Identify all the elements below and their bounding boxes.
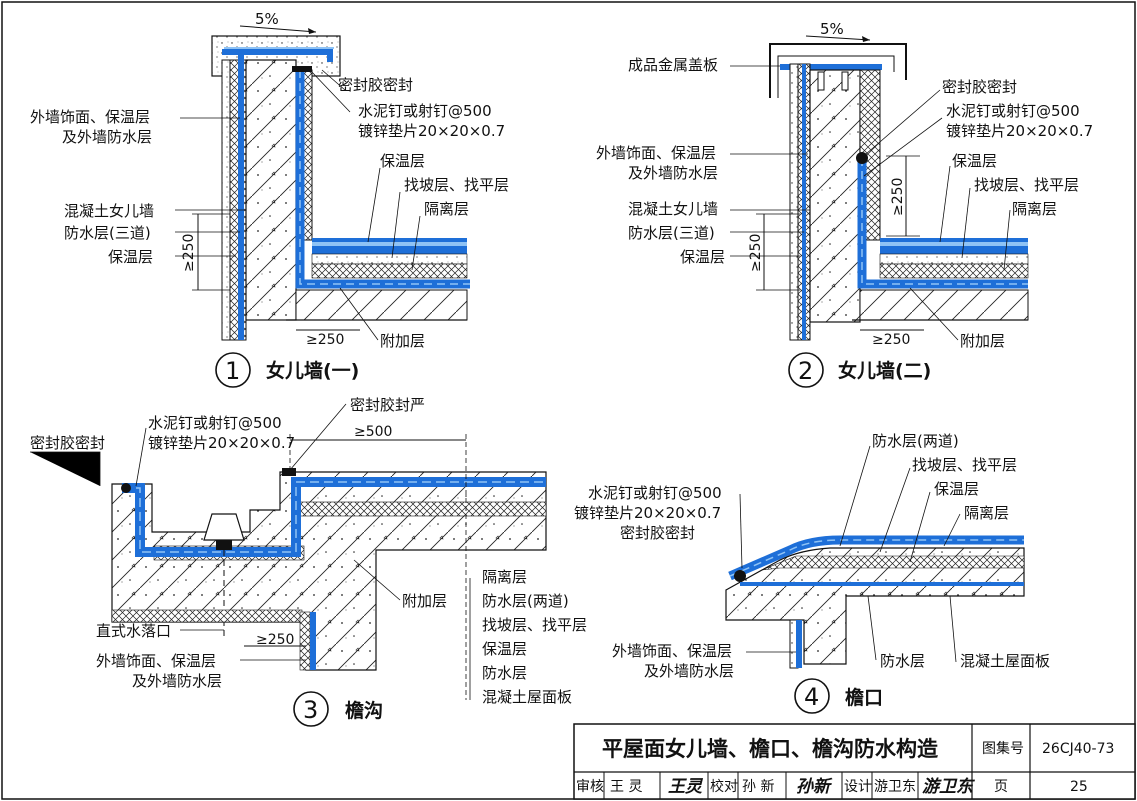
detail-1-label-wall: 混凝土女儿墙 (64, 202, 154, 220)
title-block: 平屋面女儿墙、檐口、檐沟防水构造 图集号 26CJ40-73 审核 王 灵 王灵… (573, 723, 1136, 800)
detail-3-gutter: ≥500 ≥250 水泥钉或射钉@500 镀锌垫片20×20×0.7 密封胶封严… (30, 396, 587, 727)
detail-3-label-finish: 外墙饰面、保温层 (96, 652, 216, 670)
review-label: 审核 (576, 779, 604, 795)
detail-4-label-finish-2: 及外墙防水层 (644, 662, 734, 680)
detail-2-label-washer: 镀锌垫片20×20×0.7 (946, 122, 1093, 140)
check-label: 校对 (710, 778, 738, 795)
page-number: 25 (1070, 779, 1088, 795)
detail-3-label-screed: 找坡层、找平层 (482, 616, 587, 634)
detail-4-label-separation: 隔离层 (964, 504, 1009, 522)
designer-name: 游卫东 (874, 779, 916, 795)
design-label: 设计 (844, 779, 872, 795)
detail-3-dim-250: ≥250 (256, 632, 294, 648)
detail-2-number: 2 (798, 357, 813, 385)
detail-4-number: 4 (804, 683, 819, 711)
detail-1-label-finish-2: 及外墙防水层 (62, 128, 152, 146)
detail-2-label-finish-2: 及外墙防水层 (628, 164, 718, 182)
detail-1-label-washer: 镀锌垫片20×20×0.7 (358, 122, 505, 140)
detail-4-label-waterproof-2: 防水层(两道) (872, 432, 959, 450)
detail-2-label-insulation-2: 保温层 (680, 248, 725, 266)
detail-2-dim-horizontal: ≥250 (872, 332, 910, 348)
detail-3-label-sealant-tight: 密封胶封严 (350, 396, 425, 414)
detail-2-label-insulation: 保温层 (952, 152, 997, 170)
detail-2-dim-vertical-2: ≥250 (748, 234, 764, 272)
detail-1-label-screed: 找坡层、找平层 (404, 176, 509, 194)
detail-1-label-finish: 外墙饰面、保温层 (30, 108, 150, 126)
detail-3-title: 檐沟 (345, 699, 383, 722)
detail-3-label-finish-2: 及外墙防水层 (132, 672, 222, 690)
detail-4-label-sealant: 密封胶密封 (620, 524, 695, 542)
detail-4-label-nail: 水泥钉或射钉@500 (588, 484, 722, 502)
atlas-number: 26CJ40-73 (1042, 741, 1114, 757)
detail-3-label-separation: 隔离层 (482, 568, 527, 586)
detail-4-eave: 防水层(两道) 找坡层、找平层 水泥钉或射钉@500 镀锌垫片20×20×0.7… (574, 432, 1050, 714)
detail-1-dim-vertical: ≥250 (181, 234, 197, 272)
detail-2-dim-vertical-1: ≥250 (890, 178, 906, 216)
detail-2-slope: 5% (820, 20, 844, 38)
detail-4-title: 檐口 (845, 686, 883, 709)
detail-1-title: 女儿墙(一) (266, 359, 359, 382)
detail-2-label-additional: 附加层 (960, 332, 1005, 350)
detail-1-label-insulation: 保温层 (380, 152, 425, 170)
detail-2-label-waterproof: 防水层(三道) (628, 224, 715, 242)
detail-4-label-insulation: 保温层 (934, 480, 979, 498)
detail-3-label-washer: 镀锌垫片20×20×0.7 (148, 434, 295, 452)
detail-3-label-outlet: 直式水落口 (96, 622, 171, 640)
detail-2-label-nail: 水泥钉或射钉@500 (946, 102, 1080, 120)
detail-1-label-separation: 隔离层 (424, 200, 469, 218)
detail-2-label-wall: 混凝土女儿墙 (628, 200, 718, 218)
detail-3-label-nail: 水泥钉或射钉@500 (148, 414, 282, 432)
designer-signature: 游卫东 (922, 777, 976, 797)
drawing-title: 平屋面女儿墙、檐口、檐沟防水构造 (602, 737, 939, 761)
detail-2-label-screed: 找坡层、找平层 (974, 176, 1079, 194)
checker-signature: 孙新 (796, 777, 833, 797)
detail-3-label-waterproof: 防水层 (482, 664, 527, 682)
detail-2-label-coping: 成品金属盖板 (628, 56, 718, 74)
detail-3-label-sealant: 密封胶密封 (30, 434, 105, 452)
detail-2-label-finish: 外墙饰面、保温层 (596, 144, 716, 162)
detail-1-label-sealant: 密封胶密封 (338, 76, 413, 94)
detail-3-label-slab: 混凝土屋面板 (482, 688, 572, 706)
detail-1-number: 1 (225, 357, 240, 385)
detail-1-dim-horizontal: ≥250 (306, 332, 344, 348)
detail-2-label-sealant: 密封胶密封 (942, 78, 1017, 96)
detail-1-label-additional: 附加层 (380, 332, 425, 350)
detail-1-slope: 5% (255, 10, 279, 28)
detail-4-label-finish: 外墙饰面、保温层 (612, 642, 732, 660)
detail-1-label-nail: 水泥钉或射钉@500 (358, 102, 492, 120)
detail-2-parapet: 5% ≥250 ≥250 ≥250 成品金属盖板 密封胶密封 水泥钉或射钉@50… (596, 20, 1093, 388)
detail-4-label-waterproof: 防水层 (880, 652, 925, 670)
detail-1-label-insulation-2: 保温层 (108, 248, 153, 266)
detail-4-label-screed: 找坡层、找平层 (912, 456, 1017, 474)
detail-1-label-waterproof: 防水层(三道) (64, 224, 151, 242)
detail-4-label-washer: 镀锌垫片20×20×0.7 (574, 504, 721, 522)
detail-4-label-slab: 混凝土屋面板 (960, 652, 1050, 670)
reviewer-signature: 王灵 (668, 777, 704, 797)
reviewer-name: 王 灵 (610, 779, 642, 795)
detail-3-label-waterproof-2: 防水层(两道) (482, 592, 569, 610)
detail-3-dim-500: ≥500 (354, 424, 392, 440)
checker-name: 孙 新 (742, 779, 774, 795)
detail-3-label-insulation: 保温层 (482, 640, 527, 658)
page-label: 页 (994, 779, 1008, 795)
detail-1-parapet: 5% ≥250 ≥250 密封胶密封 水泥钉或射钉@500 镀锌垫片20×20×… (30, 10, 509, 388)
detail-2-label-separation: 隔离层 (1012, 200, 1057, 218)
atlas-label: 图集号 (982, 740, 1024, 757)
detail-3-label-additional: 附加层 (402, 592, 447, 610)
detail-3-number: 3 (303, 696, 318, 724)
detail-2-title: 女儿墙(二) (838, 359, 931, 382)
